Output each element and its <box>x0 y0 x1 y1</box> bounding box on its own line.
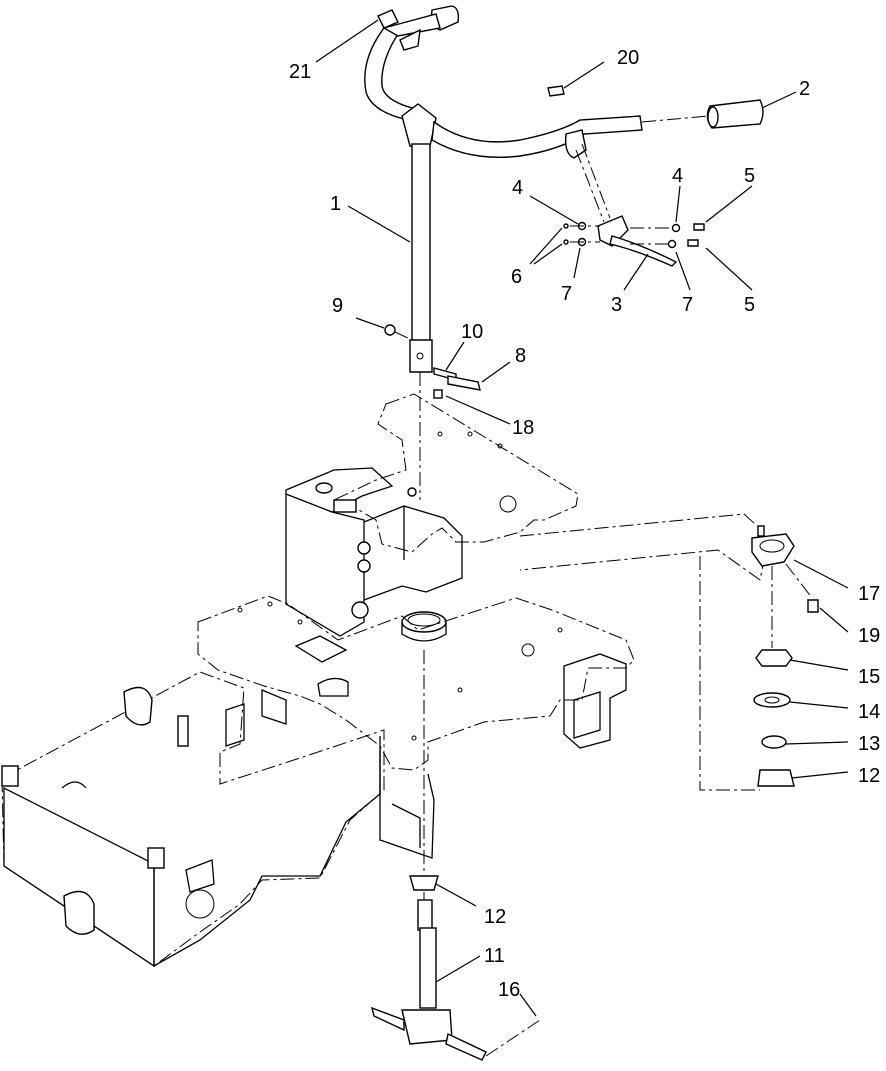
mount-plate-and-tank <box>285 393 579 637</box>
bearing-ring <box>401 611 447 642</box>
callout-3: 3 <box>611 294 622 316</box>
bearing-stack <box>519 513 819 791</box>
callout-5a: 5 <box>744 165 755 187</box>
callout-15: 15 <box>858 666 880 688</box>
callout-6: 6 <box>511 266 522 288</box>
callout-9: 9 <box>332 295 343 317</box>
callout-17: 17 <box>858 583 880 605</box>
callout-labels: 21 20 2 1 4 4 5 6 7 3 7 5 9 10 8 18 17 1… <box>289 47 880 1001</box>
callout-4a: 4 <box>512 177 523 199</box>
callout-12-stack: 12 <box>858 765 880 787</box>
spindle-assembly <box>370 650 541 1061</box>
callout-11: 11 <box>484 945 505 967</box>
callout-21: 21 <box>289 61 311 83</box>
callout-20: 20 <box>617 47 639 69</box>
deck-box <box>1 671 385 968</box>
callout-10: 10 <box>461 321 483 343</box>
callout-1: 1 <box>330 193 341 215</box>
callout-14: 14 <box>858 701 880 723</box>
callout-13: 13 <box>858 733 880 755</box>
tube-hardware <box>384 324 481 500</box>
callout-7b: 7 <box>682 294 693 316</box>
handlebar-assembly <box>364 5 764 373</box>
callout-7a: 7 <box>561 283 572 305</box>
callout-4b: 4 <box>672 165 683 187</box>
leader-lines <box>315 19 849 1017</box>
callout-8: 8 <box>515 345 526 367</box>
callout-12-spindle: 12 <box>484 906 506 928</box>
callout-19: 19 <box>858 625 880 647</box>
callout-18: 18 <box>512 417 534 439</box>
callout-2: 2 <box>799 78 810 100</box>
callout-16: 16 <box>498 979 520 1001</box>
callout-5b: 5 <box>744 294 755 316</box>
control-lever-subassembly <box>563 143 705 267</box>
main-frame <box>197 595 635 859</box>
